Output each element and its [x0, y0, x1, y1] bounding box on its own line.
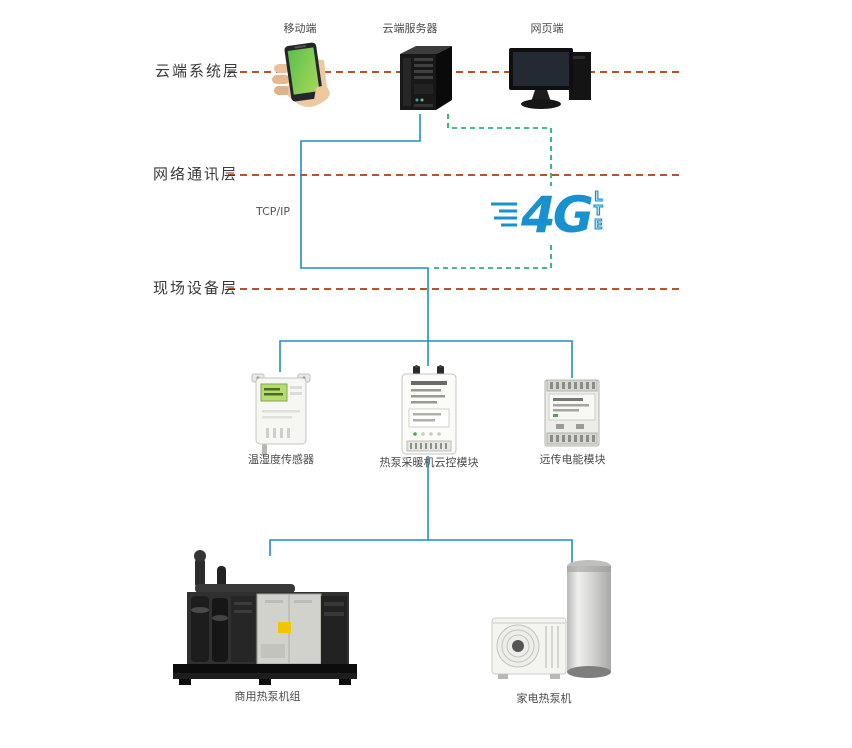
layer-label-network: 网络通讯层 — [153, 165, 239, 183]
meter-label: 远传电能模块 — [539, 453, 606, 466]
cloud-control-module-icon — [397, 365, 461, 465]
energy-meter-module-icon — [542, 376, 602, 452]
home-heat-pump-icon — [490, 556, 620, 684]
commercial-unit-label: 商用热泵机组 — [234, 690, 301, 703]
mobile-phone-icon — [262, 38, 342, 112]
controller-label: 热泵采暖机云控模块 — [379, 456, 479, 469]
web-monitor-icon — [505, 46, 599, 112]
temp-humidity-sensor-icon — [250, 370, 314, 458]
commercial-heat-pump-icon — [165, 540, 365, 690]
wireless-links — [430, 114, 552, 269]
speed-lines-icon — [491, 202, 517, 227]
layer-label-field: 现场设备层 — [153, 279, 239, 297]
4g-lte-logo: 4G LTE — [489, 186, 623, 244]
web-label: 网页端 — [530, 22, 564, 35]
server-label: 云端服务器 — [382, 22, 438, 35]
cloud-server-icon — [386, 40, 462, 116]
layer-label-cloud: 云端系统层 — [155, 62, 241, 80]
tcpip-links — [269, 114, 573, 564]
mobile-label: 移动端 — [283, 22, 317, 35]
sensor-label: 温湿度传感器 — [248, 453, 314, 466]
logo-4g-text: 4G — [521, 185, 594, 244]
logo-lte-text: LTE — [590, 189, 606, 232]
home-unit-label: 家电热泵机 — [516, 692, 572, 705]
tcpip-label: TCP/IP — [256, 205, 290, 218]
